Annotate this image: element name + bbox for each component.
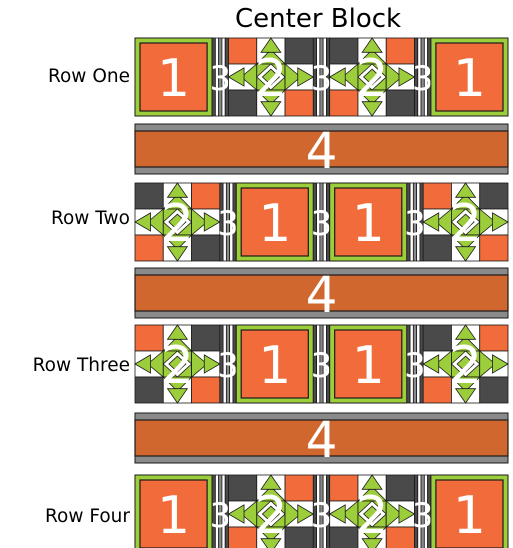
block-number: 2	[254, 49, 287, 109]
block-3: 3	[209, 475, 231, 548]
block-2: 2	[135, 183, 220, 261]
block-number: 1	[258, 194, 291, 254]
block-number: 1	[352, 336, 385, 396]
block-1: 1	[236, 325, 313, 403]
block-number: 4	[306, 266, 338, 324]
block-3: 3	[412, 475, 434, 548]
block-number: 4	[306, 122, 338, 180]
block-number: 3	[412, 59, 434, 99]
block-1: 1	[236, 183, 313, 261]
sashing-block-4: 4	[135, 122, 508, 180]
block-number: 1	[453, 49, 486, 109]
block-number: 1	[157, 486, 190, 546]
block-number: 3	[217, 204, 239, 244]
block-number: 3	[311, 346, 333, 386]
block-1: 1	[330, 325, 407, 403]
block-number: 2	[356, 49, 389, 109]
block-number: 3	[412, 496, 434, 536]
block-3: 3	[217, 325, 239, 403]
block-number: 3	[209, 496, 231, 536]
block-number: 2	[254, 486, 287, 546]
block-number: 3	[404, 204, 426, 244]
block-1: 1	[330, 183, 407, 261]
block-1: 1	[431, 38, 508, 116]
block-1: 1	[431, 475, 508, 548]
sashing-block-4: 4	[135, 411, 508, 469]
block-number: 1	[157, 49, 190, 109]
block-2: 2	[228, 475, 313, 548]
block-number: 2	[449, 194, 482, 254]
block-number: 1	[352, 194, 385, 254]
block-2: 2	[330, 475, 415, 548]
block-number: 2	[161, 194, 194, 254]
block-2: 2	[423, 183, 508, 261]
block-3: 3	[217, 183, 239, 261]
block-number: 3	[311, 496, 333, 536]
block-number: 3	[311, 59, 333, 99]
block-number: 3	[209, 59, 231, 99]
block-2: 2	[330, 38, 415, 116]
block-number: 2	[356, 486, 389, 546]
block-number: 2	[449, 336, 482, 396]
block-2: 2	[135, 325, 220, 403]
sashing-block-4: 4	[135, 266, 508, 324]
block-number: 3	[217, 346, 239, 386]
block-number: 3	[311, 204, 333, 244]
block-number: 2	[161, 336, 194, 396]
block-3: 3	[412, 38, 434, 116]
block-number: 1	[453, 486, 486, 546]
block-1: 1	[135, 475, 212, 548]
block-number: 4	[306, 411, 338, 469]
block-number: 3	[404, 346, 426, 386]
block-3: 3	[311, 475, 333, 548]
block-number: 1	[258, 336, 291, 396]
block-2: 2	[228, 38, 313, 116]
block-1: 1	[135, 38, 212, 116]
block-3: 3	[311, 325, 333, 403]
block-2: 2	[423, 325, 508, 403]
block-3: 3	[311, 183, 333, 261]
